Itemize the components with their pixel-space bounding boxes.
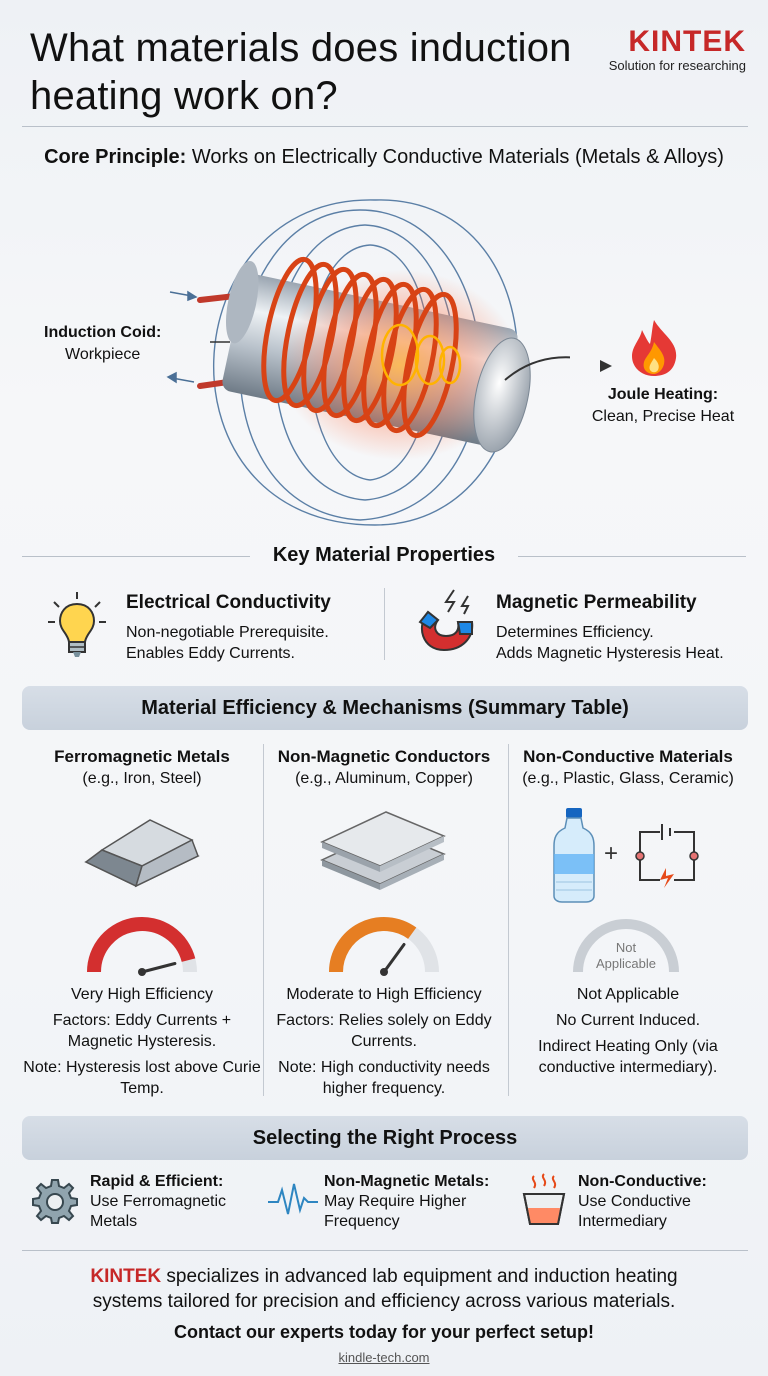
brand-logo: KINTEK Solution for researching (609, 26, 746, 74)
process-item-line1: Use Ferromagnetic (90, 1193, 227, 1210)
process-item-line1: Use Conductive (578, 1193, 691, 1210)
gauge-very-high (87, 917, 197, 976)
joule-heating-desc: Clean, Precise Heat (591, 408, 735, 425)
property-permeability-line2: Adds Magnetic Hysteresis Heat. (496, 645, 724, 662)
header-divider (22, 126, 748, 127)
column-separator-2 (508, 744, 509, 1096)
gauge-not-applicable: Not Applicable (573, 919, 679, 973)
process-item-title: Rapid & Efficient: (90, 1173, 224, 1190)
process-item-line2: Frequency (324, 1213, 400, 1230)
property-conductivity-line2: Enables Eddy Currents. (126, 645, 295, 662)
factors-text: Factors: Eddy Currents + Magnetic Hyster… (52, 1012, 232, 1050)
process-item-line2: Metals (90, 1213, 138, 1230)
footer-brand: KINTEK (90, 1266, 162, 1287)
eddy-current-loops (380, 323, 462, 387)
column-title: Non-Magnetic Conductors (277, 747, 491, 766)
process-item-line2: Intermediary (578, 1213, 667, 1230)
flame-icon (632, 320, 677, 376)
plus-icon: + (604, 840, 619, 867)
brand-tagline: Solution for researching (608, 58, 746, 73)
arrow-head-icon (600, 360, 612, 372)
note-text: Note: Hysteresis lost above Curie Temp. (23, 1059, 261, 1097)
process-item-title: Non-Magnetic Metals: (324, 1173, 490, 1190)
column-non-magnetic: Non-Magnetic Conductors (e.g., Aluminum,… (264, 746, 504, 789)
column-title: Non-Conductive Materials (523, 747, 733, 766)
process-item-title: Non-Conductive: (578, 1173, 707, 1190)
property-conductivity-title: Electrical Conductivity (126, 592, 331, 613)
steel-ingot-icon (84, 819, 200, 888)
plastic-bottle-icon (553, 808, 595, 903)
footer-divider (22, 1250, 748, 1251)
core-principle-label: Core Principle: (44, 146, 187, 168)
property-permeability-line1: Determines Efficiency. (496, 624, 654, 641)
crucible-icon (522, 1173, 566, 1225)
website-link[interactable]: kindle-tech.com (338, 1350, 430, 1365)
column-ferromagnetic: Ferromagnetic Metals (e.g., Iron, Steel) (22, 746, 262, 789)
summary-banner: Material Efficiency & Mechanisms (Summar… (22, 686, 748, 730)
note-text: Note: High conductivity needs higher fre… (278, 1059, 490, 1097)
footer-line-2: systems tailored for precision and effic… (92, 1291, 676, 1312)
column-ferromagnetic-details: Very High Efficiency Factors: Eddy Curre… (22, 984, 262, 1099)
magnet-icon (418, 589, 474, 652)
diagram-label-left: Induction Coid: Workpiece (44, 322, 161, 366)
column-subtitle: (e.g., Iron, Steel) (82, 770, 202, 787)
property-permeability-title: Magnetic Permeability (496, 592, 697, 613)
circuit-icon (635, 824, 699, 888)
factors-text: Factors: Relies solely on Eddy Currents. (276, 1012, 492, 1050)
column-non-conductive: Non-Conductive Materials (e.g., Plastic,… (508, 746, 748, 789)
lightbulb-icon (48, 592, 106, 657)
factors-text: No Current Induced. (555, 1012, 701, 1029)
column-non-magnetic-details: Moderate to High Efficiency Factors: Rel… (264, 984, 504, 1099)
footer-text-1: specializes in advanced lab equipment an… (161, 1266, 678, 1287)
gear-icon (32, 1179, 78, 1224)
properties-separator (384, 588, 385, 660)
efficiency-text: Moderate to High Efficiency (286, 986, 482, 1003)
gauge-moderate-high (329, 917, 439, 976)
process-banner: Selecting the Right Process (22, 1116, 748, 1160)
efficiency-text: Very High Efficiency (71, 986, 213, 1003)
divider-left (22, 556, 250, 557)
induction-coil-label: Induction Coid: (44, 324, 162, 341)
note-text: Indirect Heating Only (via conductive in… (538, 1038, 718, 1076)
waveform-icon (268, 1183, 318, 1215)
column-subtitle: (e.g., Plastic, Glass, Ceramic) (522, 770, 734, 787)
column-title: Ferromagnetic Metals (54, 747, 230, 766)
joule-heating-label: Joule Heating: (607, 386, 719, 403)
diagram-label-right: Joule Heating: Clean, Precise Heat (578, 384, 748, 428)
core-principle: Core Principle: Works on Electrically Co… (0, 146, 768, 169)
divider-right (518, 556, 746, 557)
properties-title: Key Material Properties (272, 544, 496, 566)
column-non-conductive-details: Not Applicable No Current Induced. Indir… (508, 984, 748, 1078)
induction-diagram (166, 199, 570, 526)
brand-name: KINTEK (628, 25, 746, 58)
column-separator-1 (263, 744, 264, 1096)
process-item-line1: May Require Higher (324, 1193, 467, 1210)
core-principle-text: Works on Electrically Conductive Materia… (191, 146, 724, 168)
footer-line-1: KINTEK specializes in advanced lab equip… (0, 1264, 768, 1289)
metal-sheets-icon (320, 811, 446, 890)
page-title: What materials does induction heating wo… (30, 26, 572, 118)
induction-coil (261, 256, 459, 439)
column-subtitle: (e.g., Aluminum, Copper) (295, 770, 473, 787)
efficiency-text: Not Applicable (576, 986, 680, 1003)
gauge-text-applicable: Applicable (596, 956, 656, 971)
gauge-text-not: Not (616, 940, 637, 955)
contact-cta: Contact our experts today for your perfe… (173, 1322, 595, 1342)
workpiece-label: Workpiece (65, 346, 141, 363)
property-conductivity-line1: Non-negotiable Prerequisite. (126, 624, 329, 641)
